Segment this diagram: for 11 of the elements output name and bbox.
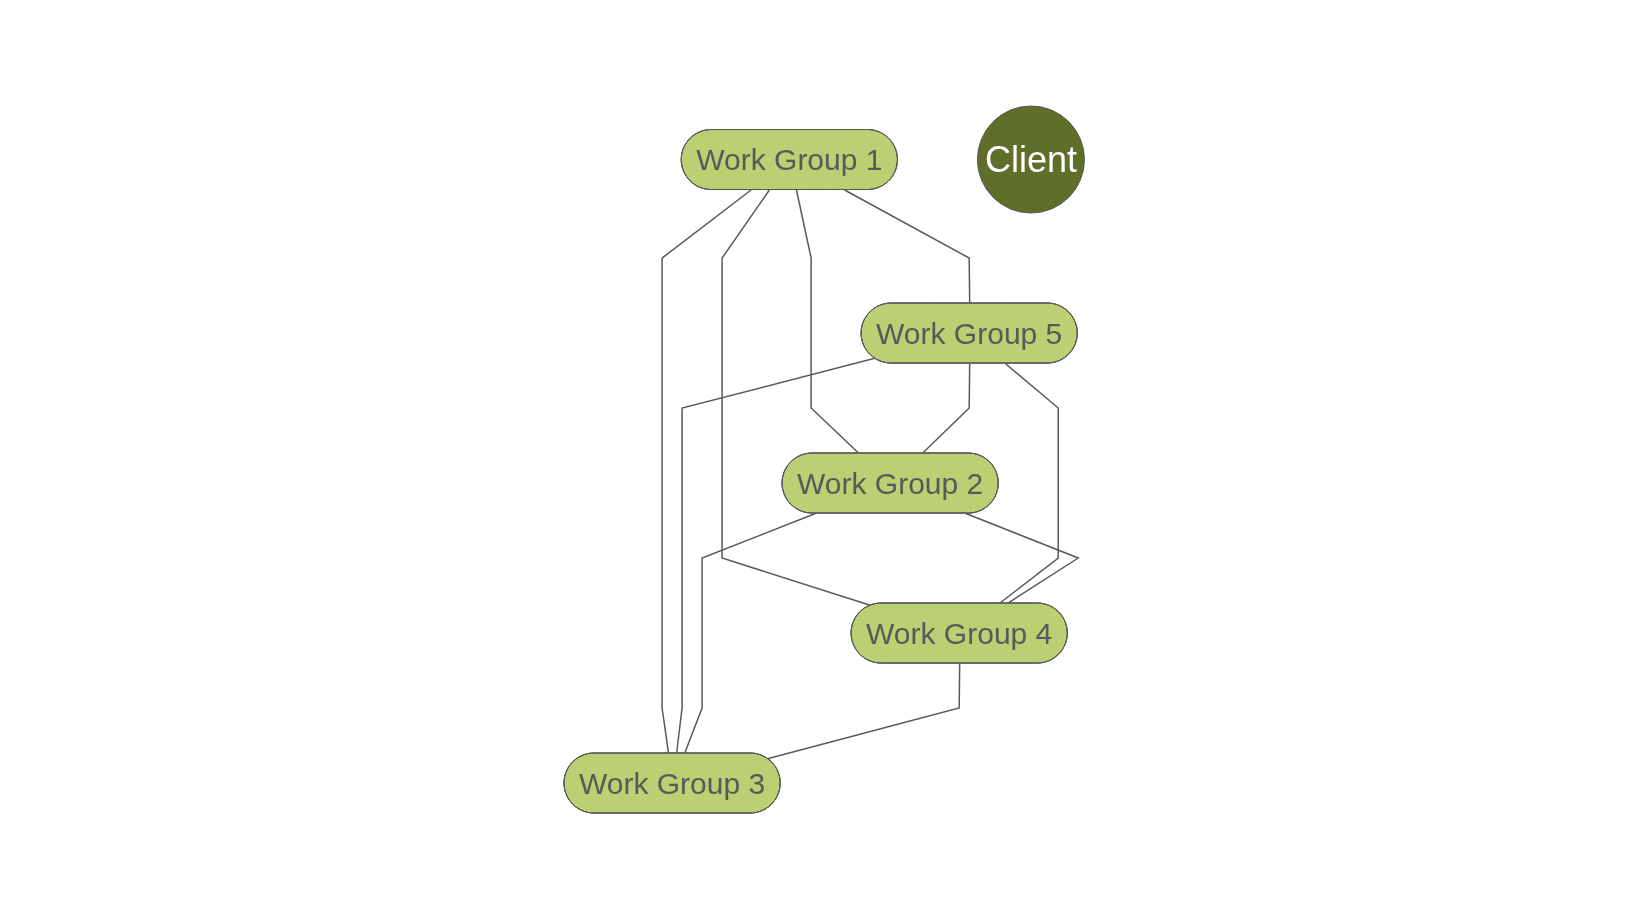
connector xyxy=(965,513,1081,605)
connector xyxy=(676,358,876,755)
connector xyxy=(998,363,1060,605)
connector xyxy=(796,189,861,455)
connector xyxy=(684,513,817,755)
connector xyxy=(721,189,872,607)
connector xyxy=(661,189,753,755)
connector xyxy=(767,663,961,760)
connector xyxy=(921,363,971,455)
connector xyxy=(844,189,971,305)
node-circle: Client xyxy=(977,106,1086,215)
